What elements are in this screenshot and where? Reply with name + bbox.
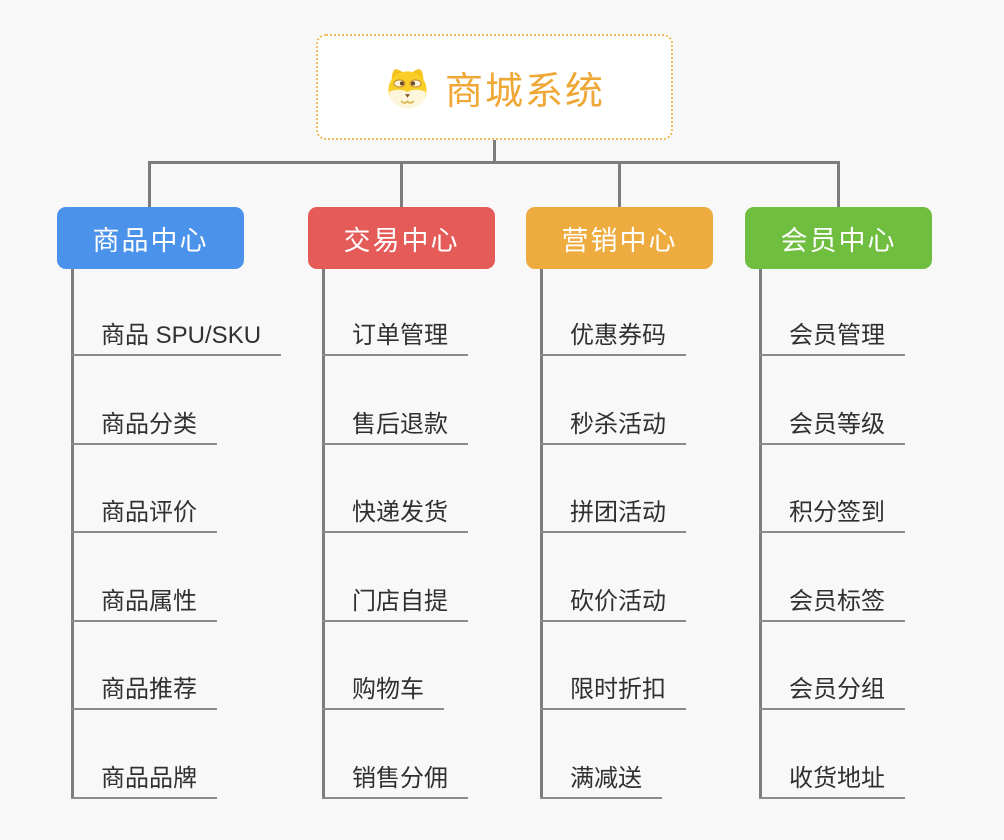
sub-topic[interactable]: 商品评价: [71, 495, 217, 533]
connector-line: [148, 161, 151, 210]
sub-topic[interactable]: 会员分组: [759, 672, 905, 710]
sub-topic[interactable]: 会员标签: [759, 584, 905, 622]
sub-topic[interactable]: 积分签到: [759, 495, 905, 533]
sub-topic[interactable]: 商品分类: [71, 407, 217, 445]
sub-topic[interactable]: 收货地址: [759, 761, 905, 799]
sub-topic[interactable]: 会员等级: [759, 407, 905, 445]
branch-topic[interactable]: 会员中心: [745, 207, 932, 269]
branch-topic[interactable]: 营销中心: [526, 207, 713, 269]
sub-topic[interactable]: 拼团活动: [540, 495, 686, 533]
branch-trunk-line: [322, 269, 325, 799]
sub-topic[interactable]: 商品品牌: [71, 761, 217, 799]
branch-column-trade: 交易中心 订单管理 售后退款 快递发货 门店自提 购物车 销售分佣: [308, 207, 588, 799]
branch-bus-line: [148, 161, 840, 164]
sub-topic[interactable]: 限时折扣: [540, 672, 686, 710]
sub-topic[interactable]: 购物车: [322, 672, 444, 710]
connector-line: [618, 161, 621, 210]
sub-topic[interactable]: 销售分佣: [322, 761, 468, 799]
branch-column-marketing: 营销中心 优惠券码 秒杀活动 拼团活动 砍价活动 限时折扣 满减送: [526, 207, 806, 799]
connector-line: [400, 161, 403, 210]
branch-trunk-line: [71, 269, 74, 799]
root-topic-title: 商城系统: [444, 70, 605, 113]
sub-topic[interactable]: 满减送: [540, 761, 662, 799]
sub-topic[interactable]: 门店自提: [322, 584, 468, 622]
doge-icon: [384, 66, 431, 109]
branch-trunk-line: [759, 269, 762, 799]
sub-topic[interactable]: 售后退款: [322, 407, 468, 445]
branch-topic[interactable]: 商品中心: [57, 207, 244, 269]
connector-line: [837, 161, 840, 210]
sub-topic[interactable]: 秒杀活动: [540, 407, 686, 445]
sub-topic[interactable]: 会员管理: [759, 318, 905, 356]
sub-topic[interactable]: 商品推荐: [71, 672, 217, 710]
sub-topic[interactable]: 砍价活动: [540, 584, 686, 622]
sub-topic[interactable]: 订单管理: [322, 318, 468, 356]
branch-topic[interactable]: 交易中心: [308, 207, 495, 269]
sub-topic[interactable]: 快递发货: [322, 495, 468, 533]
branch-column-products: 商品中心 商品 SPU/SKU 商品分类 商品评价 商品属性 商品推荐 商品品牌: [57, 207, 337, 799]
branch-trunk-line: [540, 269, 543, 799]
root-topic[interactable]: 商城系统: [316, 34, 673, 140]
branch-column-members: 会员中心 会员管理 会员等级 积分签到 会员标签 会员分组 收货地址: [745, 207, 1004, 799]
sub-topic[interactable]: 优惠券码: [540, 318, 686, 356]
root-stem-line: [493, 140, 496, 164]
sub-topic[interactable]: 商品 SPU/SKU: [71, 318, 282, 356]
sub-topic[interactable]: 商品属性: [71, 584, 217, 622]
